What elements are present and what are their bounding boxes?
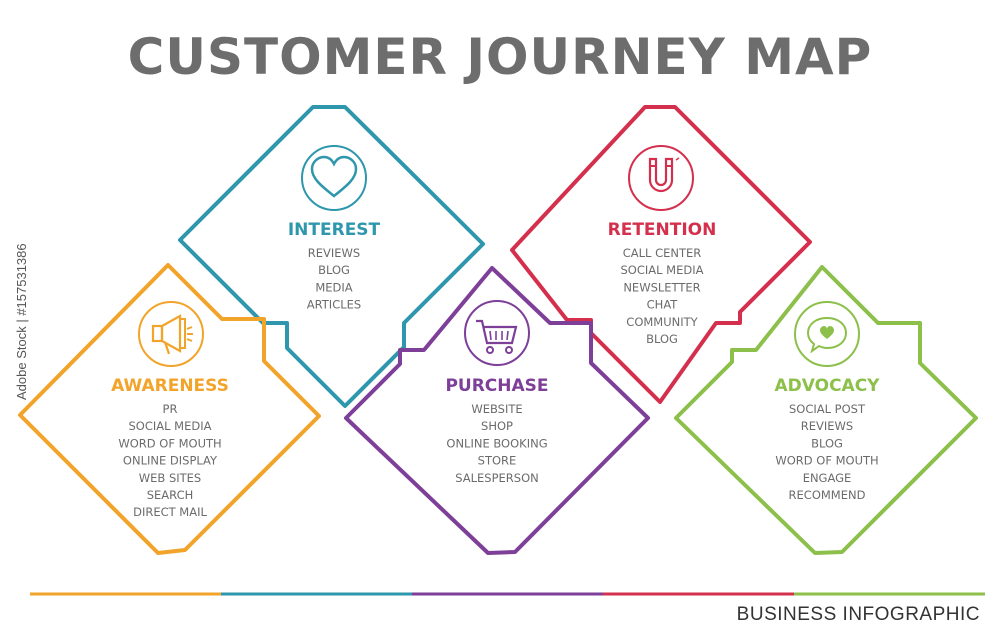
page-title: CUSTOMER JOURNEY MAP: [127, 28, 873, 86]
stage-item: SHOP: [481, 419, 513, 433]
stage-title-interest: INTEREST: [288, 220, 381, 240]
stage-item: WEBSITE: [471, 402, 522, 416]
cart-icon: [464, 300, 530, 366]
stage-item: STORE: [478, 454, 517, 468]
stage-item: REVIEWS: [801, 419, 853, 433]
stage-item: ARTICLES: [307, 298, 361, 312]
stage-item: ONLINE BOOKING: [446, 436, 547, 450]
stage-items-interest: REVIEWS BLOG MEDIA ARTICLES: [307, 246, 361, 312]
stage-item: ONLINE DISPLAY: [123, 454, 218, 468]
stage-title-retention: RETENTION: [608, 220, 717, 240]
stage-shapes: [18, 105, 978, 555]
advocacy-shape: [674, 265, 978, 555]
megaphone-icon: [138, 301, 204, 367]
stock-credit: Adobe Stock | #157531386: [14, 243, 29, 400]
stage-item: WEB SITES: [139, 471, 201, 485]
stage-item: RECOMMEND: [789, 488, 866, 502]
stage-item: SEARCH: [147, 488, 194, 502]
stage-items-retention: CALL CENTER SOCIAL MEDIA NEWSLETTER CHAT COM…: [620, 246, 703, 346]
magnet-icon: [628, 145, 694, 211]
stage-item: SOCIAL MEDIA: [620, 263, 703, 277]
stage-title-advocacy: ADVOCACY: [775, 376, 881, 396]
heart-icon: [301, 145, 367, 211]
stage-item: BLOG: [811, 436, 843, 450]
stage-item: REVIEWS: [308, 246, 360, 260]
stage-item: WORD OF MOUTH: [118, 436, 221, 450]
stage-title-purchase: PURCHASE: [445, 376, 548, 396]
stage-items-advocacy: SOCIAL POST REVIEWS BLOG WORD OF MOUTH ENGAG…: [775, 402, 878, 502]
stage-item: BLOG: [318, 263, 350, 277]
stage-item: SOCIAL POST: [789, 402, 866, 416]
stage-items-purchase: WEBSITE SHOP ONLINE BOOKING STORE SALESPERSO…: [446, 402, 547, 485]
stage-item: SALESPERSON: [455, 471, 539, 485]
stage-item: CHAT: [647, 298, 679, 312]
stage-item: COMMUNITY: [626, 315, 698, 329]
stage-items-awareness: PR SOCIAL MEDIA WORD OF MOUTH ONLINE DISPLA…: [118, 402, 221, 519]
footer-caption: BUSINESS INFOGRAPHIC: [736, 604, 980, 625]
interest-shape: [178, 105, 485, 408]
stage-title-awareness: AWARENESS: [111, 376, 229, 396]
stage-item: BLOG: [646, 332, 678, 346]
chat-heart-icon: [794, 301, 860, 367]
stage-item: DIRECT MAIL: [133, 505, 207, 519]
stage-item: ENGAGE: [803, 471, 852, 485]
stage-item: WORD OF MOUTH: [775, 454, 878, 468]
awareness-shape: [18, 263, 321, 555]
stage-item: MEDIA: [315, 280, 352, 294]
stage-item: SOCIAL MEDIA: [128, 419, 211, 433]
stage-item: PR: [163, 402, 178, 416]
purchase-shape: [344, 266, 650, 555]
retention-shape: [510, 105, 812, 404]
stage-item: NEWSLETTER: [623, 280, 700, 294]
stage-item: CALL CENTER: [623, 246, 702, 260]
